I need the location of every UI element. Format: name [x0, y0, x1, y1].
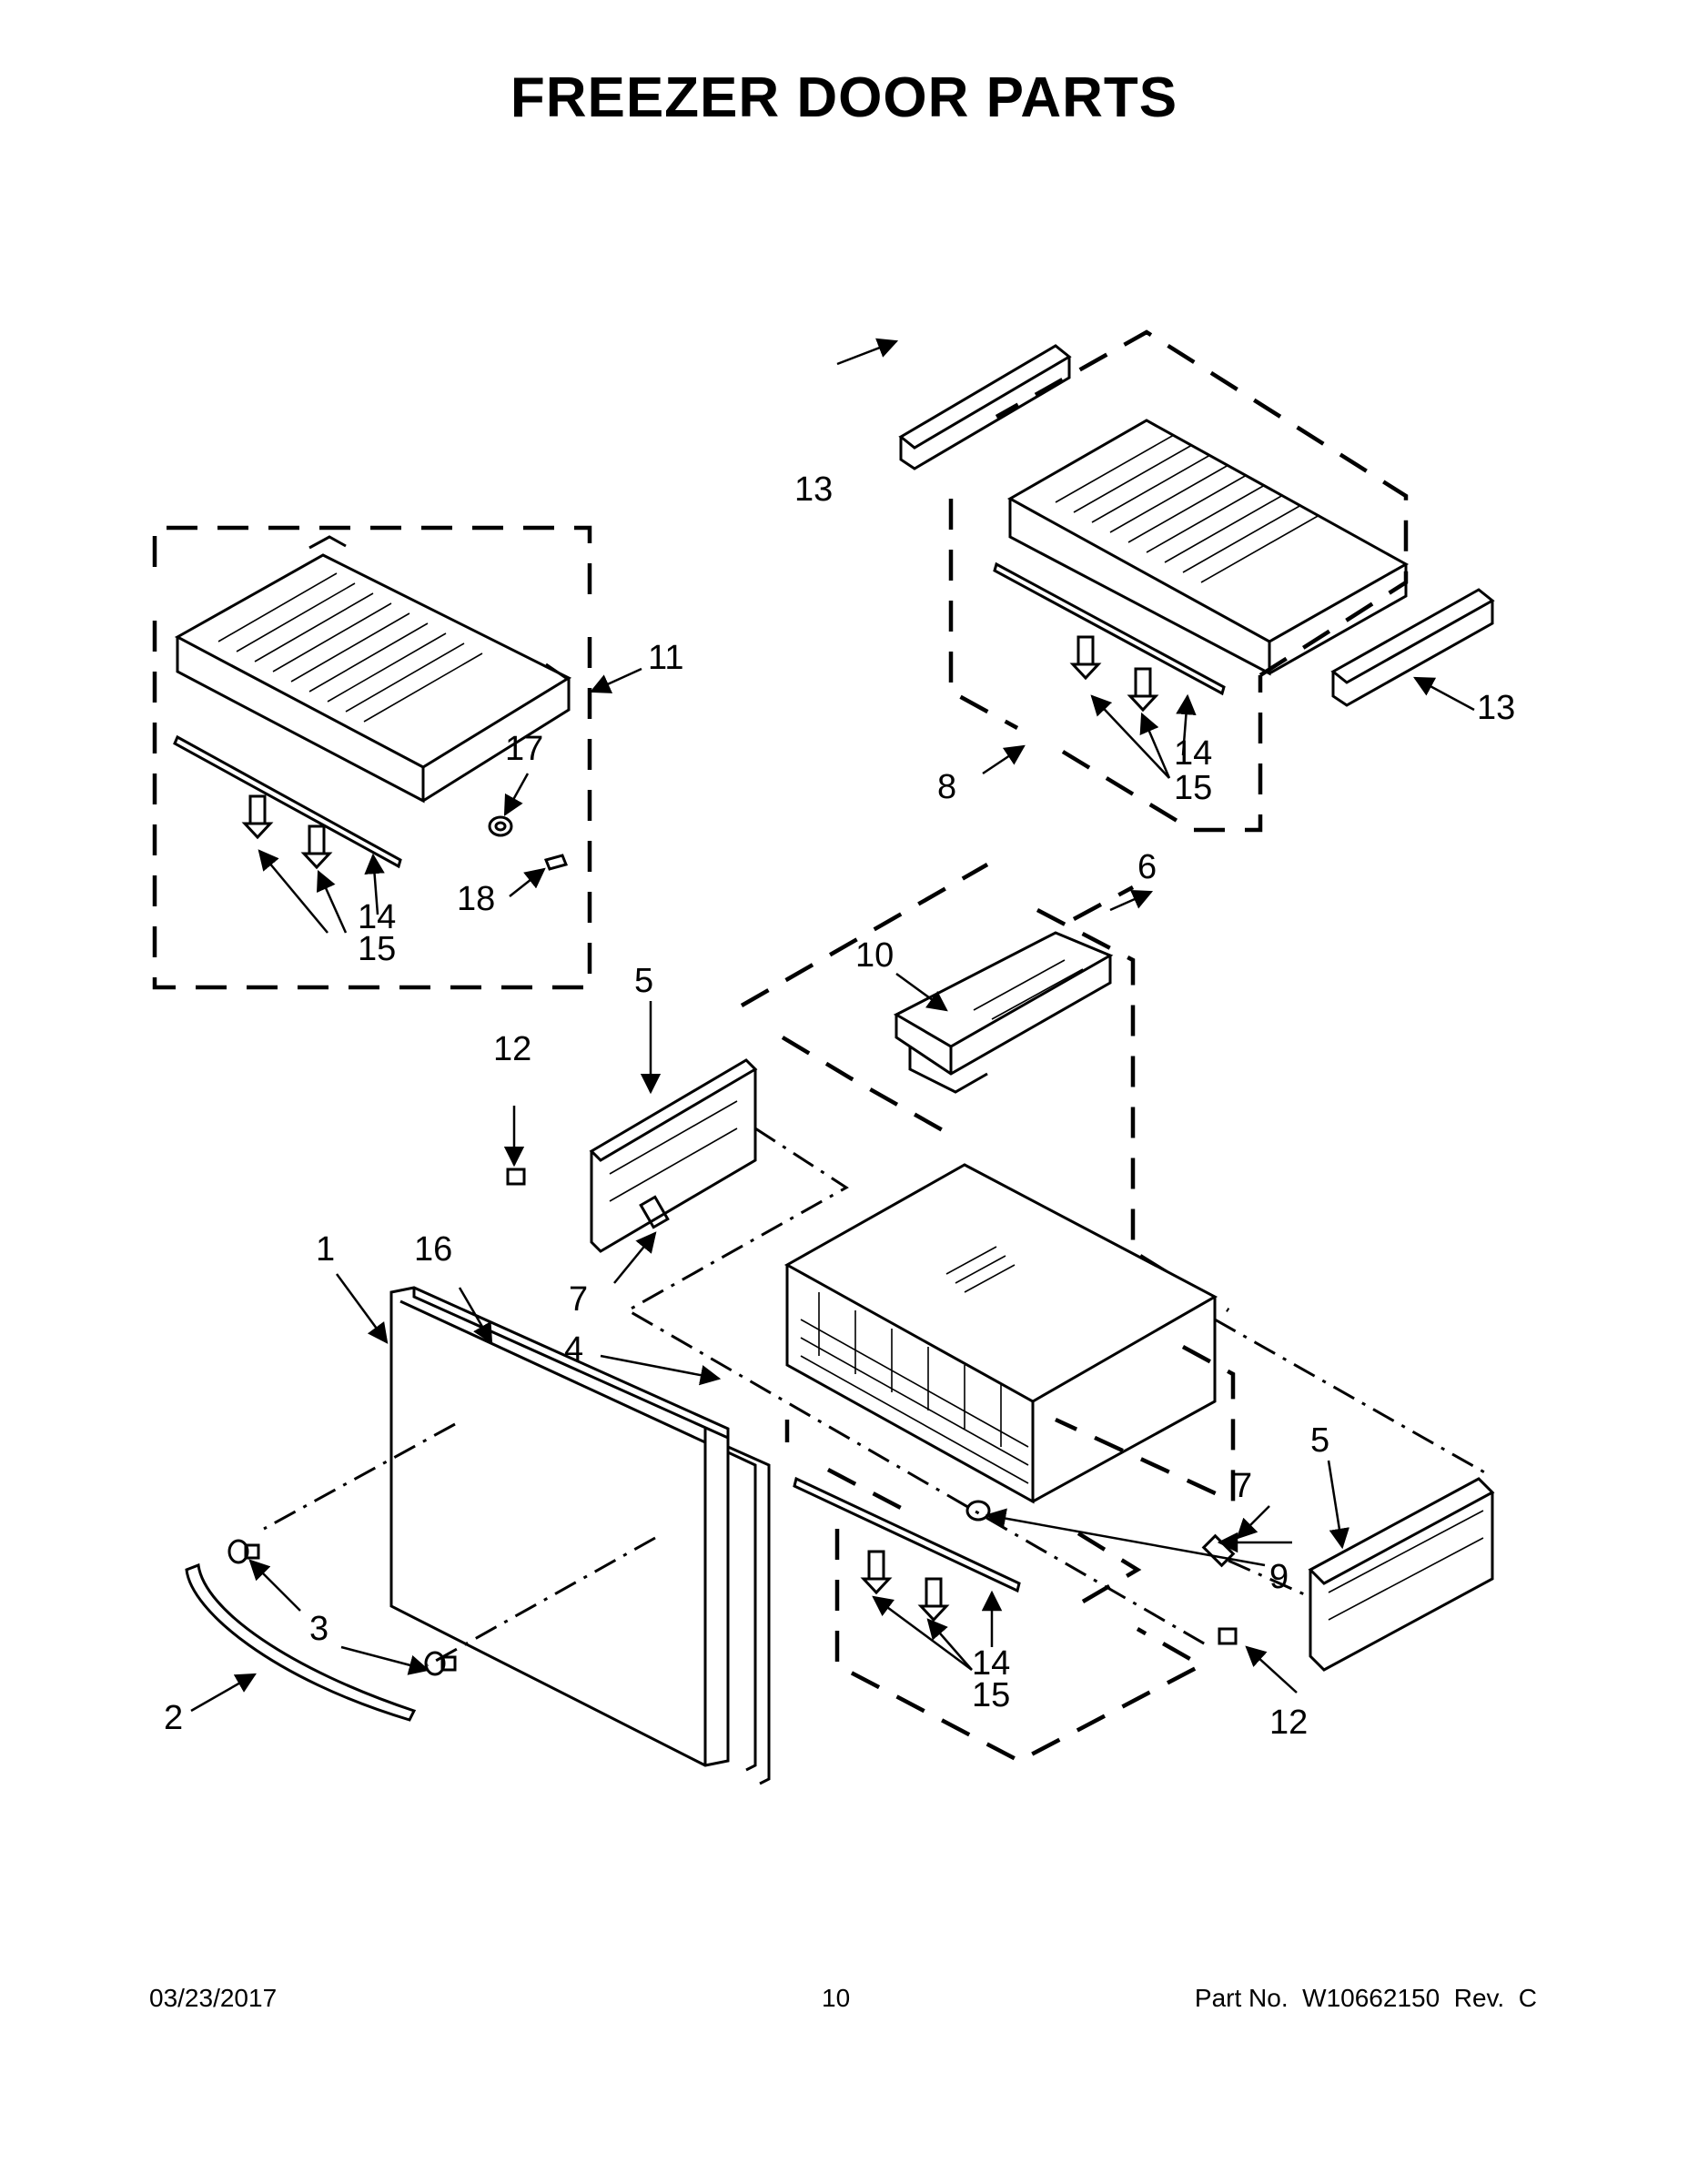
callout-9: 9 — [1269, 1558, 1289, 1596]
callout-13-right: 13 — [1477, 689, 1515, 727]
footer-date: 03/23/2017 — [149, 1984, 278, 2012]
callout-3: 3 — [309, 1610, 329, 1648]
callout-12-left: 12 — [493, 1030, 531, 1068]
callout-6: 6 — [1137, 848, 1157, 886]
footer-page-number: 10 — [822, 1984, 851, 2012]
callout-5-left: 5 — [634, 962, 653, 1000]
page-title: FREEZER DOOR PARTS — [510, 66, 1178, 129]
upper-right-drawer-group — [898, 329, 1495, 833]
callout-15-lower: 15 — [972, 1676, 1010, 1714]
callout-18: 18 — [457, 880, 495, 918]
callout-4: 4 — [564, 1330, 583, 1369]
callout-11: 11 — [648, 639, 683, 677]
callout-10: 10 — [855, 936, 894, 975]
callout-2: 2 — [164, 1699, 183, 1737]
callout-labels: 13 13 11 8 14 15 17 18 14 15 6 10 5 12 1… — [164, 470, 1515, 1742]
callout-14-upper-left: 14 — [358, 898, 396, 936]
callout-15-upper-right: 15 — [1174, 769, 1212, 807]
callout-1: 1 — [316, 1230, 335, 1269]
right-slide-rail — [1201, 1318, 1495, 1672]
callout-13-top: 13 — [794, 470, 833, 509]
callout-12-right: 12 — [1269, 1704, 1308, 1742]
callout-8: 8 — [937, 768, 956, 806]
upper-left-drawer-group — [152, 525, 592, 990]
door-assembly — [185, 1286, 771, 1785]
callout-17: 17 — [505, 730, 543, 768]
callout-5-right: 5 — [1310, 1421, 1329, 1460]
footer-part-number: Part No. W10662150 Rev. C — [1194, 1984, 1537, 2012]
callout-16: 16 — [414, 1230, 452, 1269]
middle-drawer-group — [740, 863, 1236, 1764]
callout-14-upper-right: 14 — [1174, 734, 1212, 773]
leader-lines — [190, 338, 1475, 1713]
left-slide-rail — [506, 1058, 1211, 1649]
callout-7-right: 7 — [1233, 1467, 1252, 1505]
callout-14-lower: 14 — [972, 1644, 1010, 1683]
callout-15-upper-left: 15 — [358, 930, 396, 968]
callout-7-left: 7 — [569, 1280, 588, 1319]
